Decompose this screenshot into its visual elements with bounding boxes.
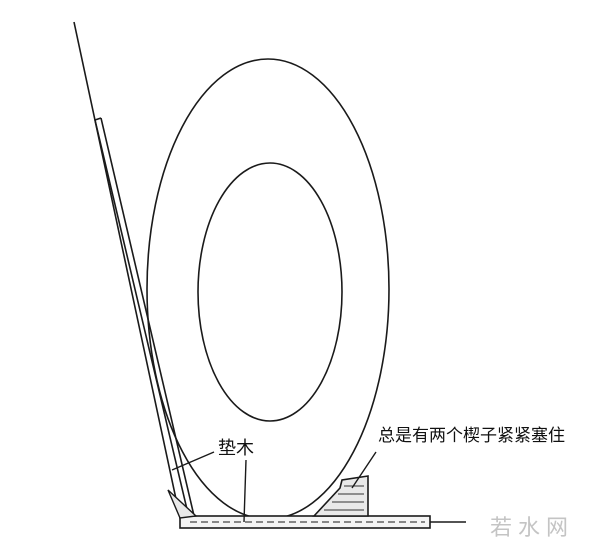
floor-pad	[179, 515, 466, 529]
leaning-board	[73, 21, 196, 528]
leader-pad-wood-board	[171, 451, 215, 471]
site-watermark: 若水网	[490, 516, 574, 541]
tire	[146, 58, 390, 520]
tire-outer-edge	[146, 58, 390, 520]
wedge-front	[312, 475, 369, 517]
wedge-back	[167, 489, 198, 519]
wedges-note-label: 总是有两个楔子紧紧塞住	[378, 426, 565, 446]
leader-lines	[171, 451, 377, 523]
leader-pad-wood-floor	[243, 459, 247, 523]
leader-wedge	[351, 451, 377, 489]
pad-wood-label: 垫木	[218, 438, 254, 459]
tire-inner-edge	[197, 162, 343, 422]
